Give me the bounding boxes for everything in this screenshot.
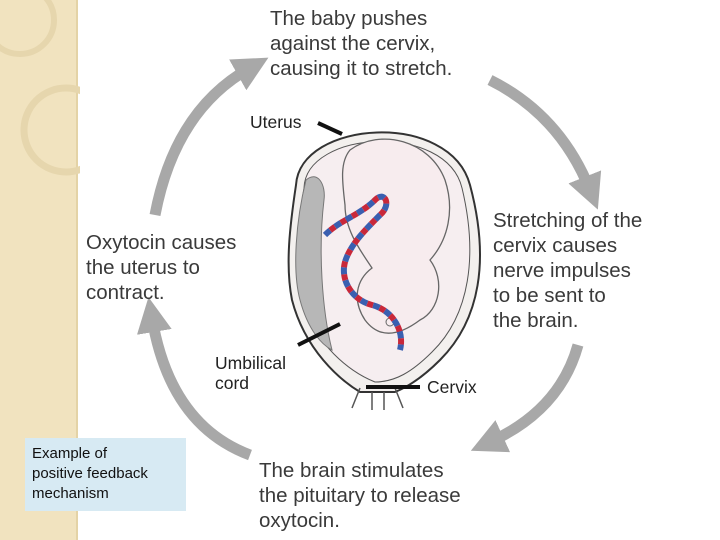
sidebar-rings-decoration: [0, 0, 80, 176]
step-brain-stimulates: The brain stimulates the pituitary to re…: [259, 459, 461, 532]
umbilical-cord-pointer: [297, 322, 341, 347]
step-nerve-impulses: Stretching of the cervix causes nerve im…: [493, 209, 643, 332]
cervix-label: Cervix: [427, 377, 477, 397]
step-baby-pushes: The baby pushes against the cervix, caus…: [270, 7, 453, 80]
step-oxytocin-contracts: Oxytocin causes the uterus to contract.: [86, 231, 237, 304]
uterus-illustration: [287, 131, 481, 410]
cycle-arrow-to-top: [149, 57, 269, 217]
cycle-arrow-to-right: [487, 75, 602, 210]
positive-feedback-callout: Example of positive feedback mechanism: [25, 438, 186, 511]
uterus-pointer: [317, 121, 343, 136]
uterus-label: Uterus: [250, 112, 302, 132]
cycle-arrow-to-bottom: [470, 343, 584, 453]
umbilical-cord-label: Umbilical cord: [215, 353, 286, 393]
cycle-arrow-to-left: [136, 297, 252, 461]
